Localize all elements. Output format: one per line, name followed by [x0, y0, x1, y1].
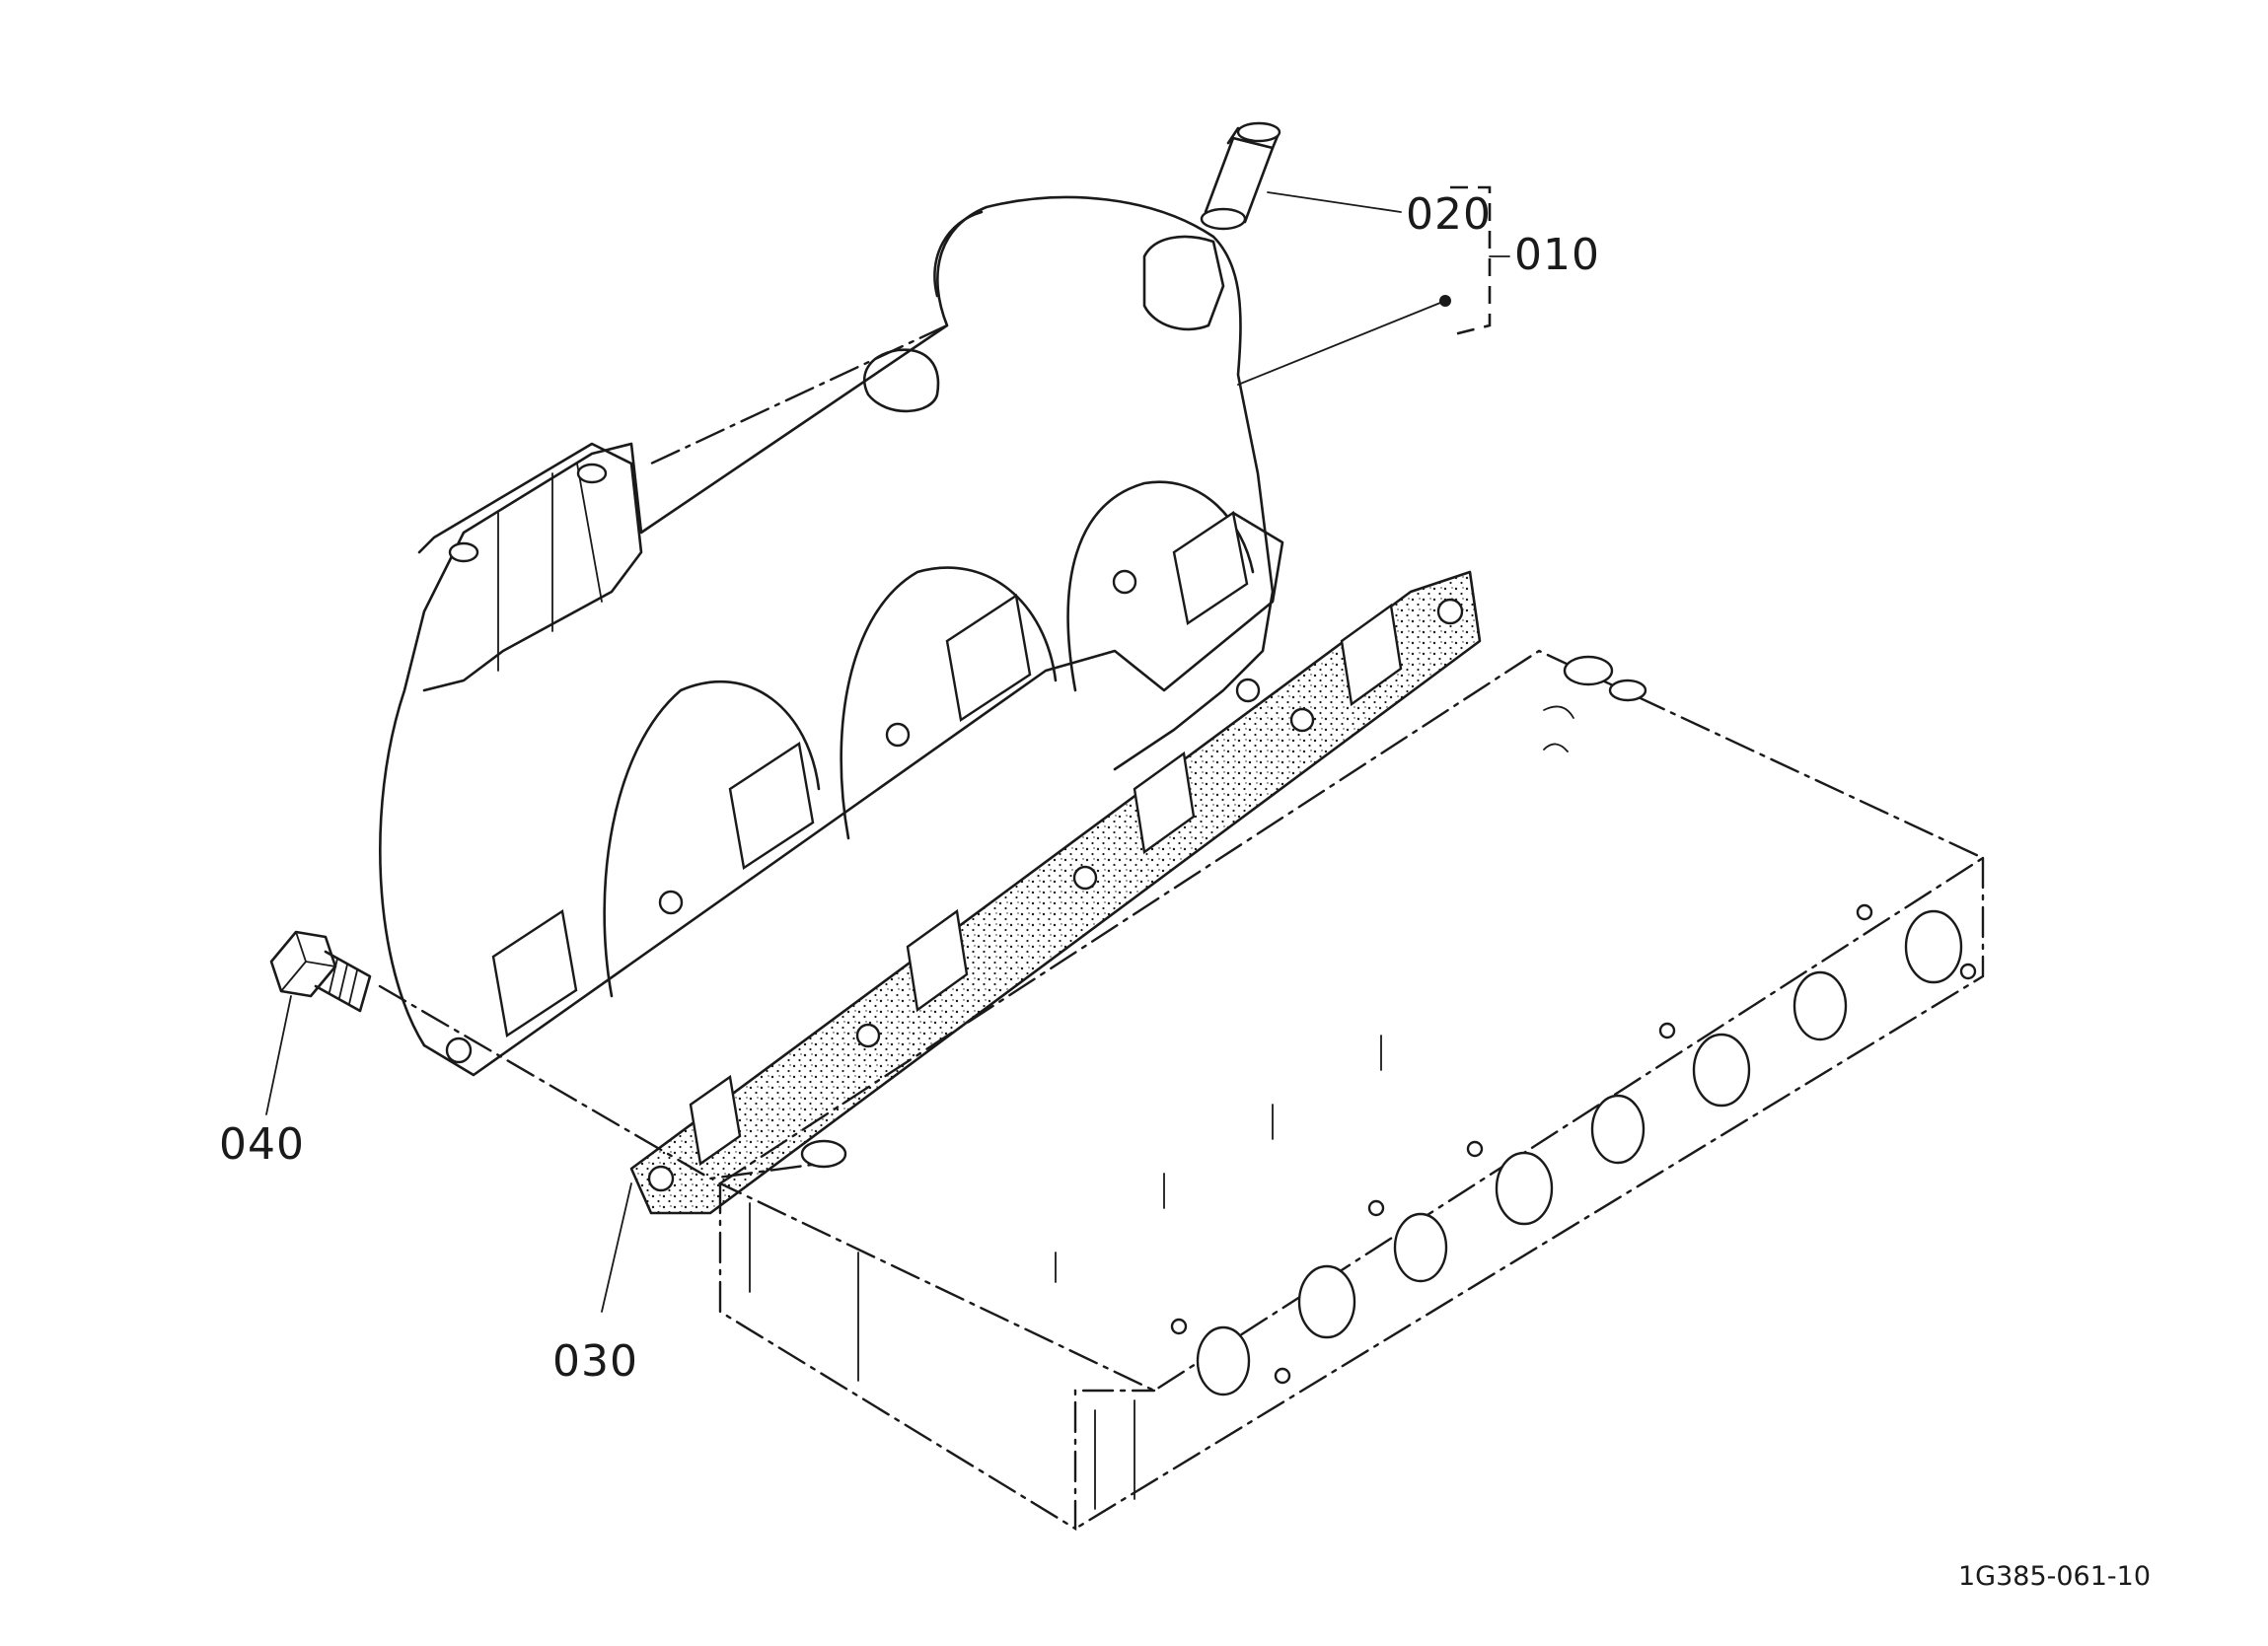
callout-010: 010 [1514, 230, 1600, 280]
exhaust-manifold [379, 195, 1284, 1077]
callout-040: 040 [219, 1119, 305, 1170]
leader-lines [265, 185, 1510, 1313]
callout-030: 030 [552, 1336, 638, 1387]
manifold-gasket [629, 570, 1482, 1215]
hex-bolt [269, 930, 372, 1013]
pipe-fitting [1200, 121, 1281, 231]
cylinder-head [717, 649, 1986, 1532]
figure-code: 1G385-061-10 [1958, 1561, 2151, 1592]
callout-020: 020 [1406, 189, 1492, 240]
